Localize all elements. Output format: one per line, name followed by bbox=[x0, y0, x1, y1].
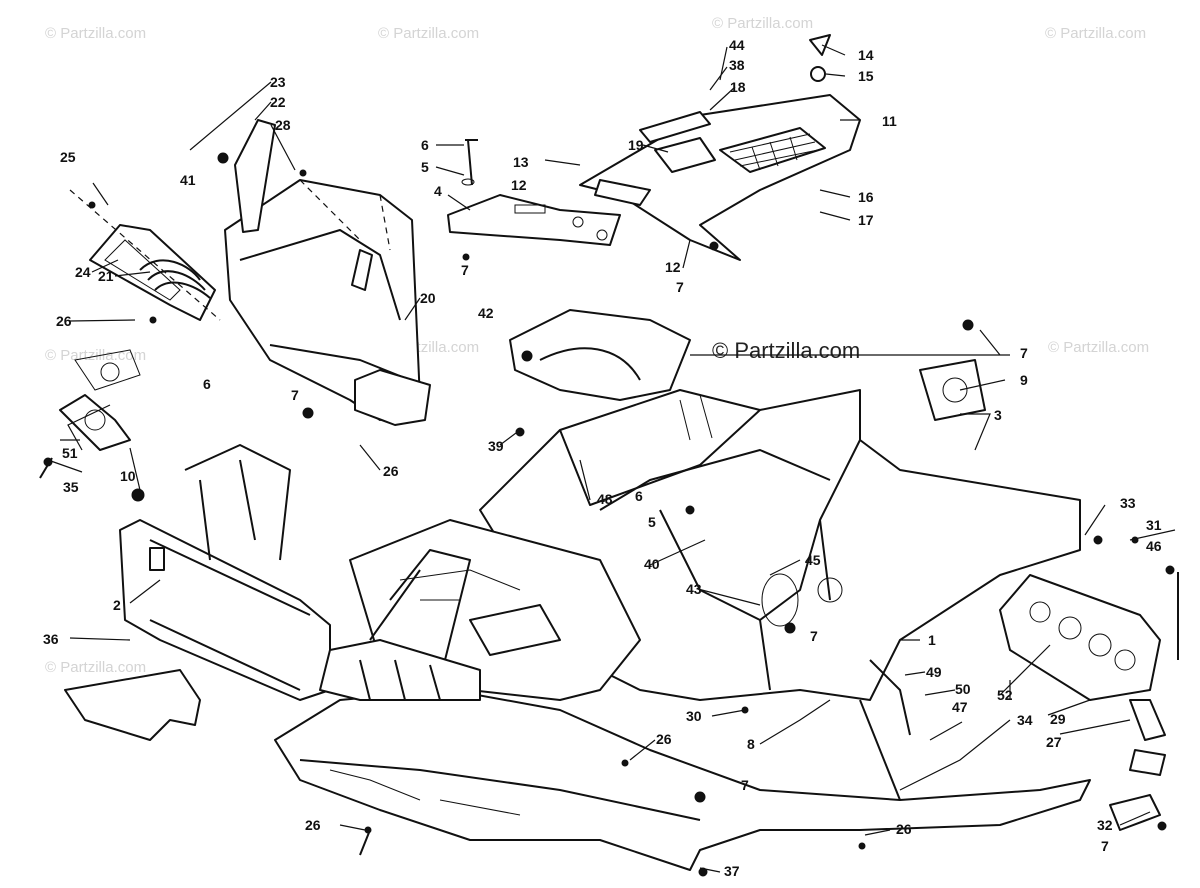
leader-lines bbox=[47, 44, 1176, 873]
bulkhead-strip bbox=[217, 119, 307, 233]
side-panel-bracket bbox=[869, 359, 1166, 831]
mounting-plate bbox=[59, 349, 201, 741]
callout-7: 7 bbox=[741, 777, 749, 793]
callout-16: 16 bbox=[858, 189, 874, 205]
callout-35: 35 bbox=[63, 479, 79, 495]
callout-7: 7 bbox=[1101, 838, 1109, 854]
callout-45: 45 bbox=[805, 552, 821, 568]
callout-36: 36 bbox=[43, 631, 59, 647]
callout-7: 7 bbox=[810, 628, 818, 644]
watermark-main: © Partzilla.com bbox=[712, 338, 860, 363]
callout-18: 18 bbox=[730, 79, 746, 95]
callout-12: 12 bbox=[511, 177, 527, 193]
callout-43: 43 bbox=[686, 581, 702, 597]
watermark: © Partzilla.com bbox=[1045, 25, 1146, 42]
callout-13: 13 bbox=[513, 154, 529, 170]
callout-30: 30 bbox=[686, 708, 702, 724]
fastener-markers bbox=[39, 201, 1179, 877]
callout-20: 20 bbox=[420, 290, 436, 306]
chassis-frame bbox=[274, 389, 1091, 871]
callout-47: 47 bbox=[952, 699, 968, 715]
callout-22: 22 bbox=[270, 94, 286, 110]
callout-26: 26 bbox=[305, 817, 321, 833]
callout-2: 2 bbox=[113, 597, 121, 613]
callout-7: 7 bbox=[1020, 345, 1028, 361]
front-shroud bbox=[224, 179, 431, 426]
callout-11: 11 bbox=[882, 113, 897, 129]
callout-51: 51 bbox=[62, 445, 78, 461]
watermark: © Partzilla.com bbox=[712, 15, 813, 32]
callout-40: 40 bbox=[644, 556, 660, 572]
callout-17: 17 bbox=[858, 212, 874, 228]
callout-33: 33 bbox=[1120, 495, 1136, 511]
callout-46: 46 bbox=[1146, 538, 1162, 554]
callout-6: 6 bbox=[635, 488, 643, 504]
callout-14: 14 bbox=[858, 47, 874, 63]
callout-7: 7 bbox=[676, 279, 684, 295]
callout-26: 26 bbox=[383, 463, 399, 479]
callout-24: 24 bbox=[75, 264, 91, 280]
callout-7: 7 bbox=[291, 387, 299, 403]
callout-7: 7 bbox=[461, 262, 469, 278]
callout-42: 42 bbox=[478, 305, 494, 321]
callout-26: 26 bbox=[896, 821, 912, 837]
callout-39: 39 bbox=[488, 438, 504, 454]
callout-23: 23 bbox=[270, 74, 286, 90]
callout-29: 29 bbox=[1050, 711, 1066, 727]
callout-32: 32 bbox=[1097, 817, 1113, 833]
front-bumper bbox=[119, 444, 481, 701]
callout-4: 4 bbox=[434, 183, 442, 199]
callout-6: 6 bbox=[421, 137, 429, 153]
callout-37: 37 bbox=[724, 863, 740, 879]
console-panel bbox=[579, 34, 861, 261]
callout-3: 3 bbox=[994, 407, 1002, 423]
callout-31: 31 bbox=[1146, 517, 1162, 533]
callout-27: 27 bbox=[1046, 734, 1062, 750]
callout-49: 49 bbox=[926, 664, 942, 680]
callout-52: 52 bbox=[997, 687, 1013, 703]
callout-1: 1 bbox=[928, 632, 936, 648]
airbox-assembly bbox=[69, 189, 221, 321]
callout-19: 19 bbox=[628, 137, 644, 153]
callout-34: 34 bbox=[1017, 712, 1033, 728]
callout-25: 25 bbox=[60, 149, 76, 165]
callout-9: 9 bbox=[1020, 372, 1028, 388]
callout-41: 41 bbox=[180, 172, 196, 188]
watermark: © Partzilla.com bbox=[45, 659, 146, 676]
callout-26: 26 bbox=[56, 313, 72, 329]
callout-6: 6 bbox=[203, 376, 211, 392]
callout-15: 15 bbox=[858, 68, 874, 84]
callout-12: 12 bbox=[665, 259, 681, 275]
callout-26: 26 bbox=[656, 731, 672, 747]
watermark: © Partzilla.com bbox=[378, 25, 479, 42]
callout-5: 5 bbox=[421, 159, 429, 175]
watermark: © Partzilla.com bbox=[45, 25, 146, 42]
steering-bracket bbox=[447, 139, 621, 246]
watermark: © Partzilla.com bbox=[45, 347, 146, 364]
callout-44: 44 bbox=[729, 37, 745, 53]
watermark: © Partzilla.com bbox=[1048, 339, 1149, 356]
callout-38: 38 bbox=[729, 57, 745, 73]
callout-5: 5 bbox=[648, 514, 656, 530]
callout-28: 28 bbox=[275, 117, 291, 133]
callout-10: 10 bbox=[120, 468, 136, 484]
callout-21: 21 bbox=[98, 268, 114, 284]
callout-labels: 1 2 3 4 5 6 7 8 9 10 11 12 13 14 15 16 1… bbox=[43, 37, 1162, 879]
callout-8: 8 bbox=[747, 736, 755, 752]
callout-48: 48 bbox=[597, 491, 613, 507]
dash-panel bbox=[509, 309, 691, 401]
callout-50: 50 bbox=[955, 681, 971, 697]
